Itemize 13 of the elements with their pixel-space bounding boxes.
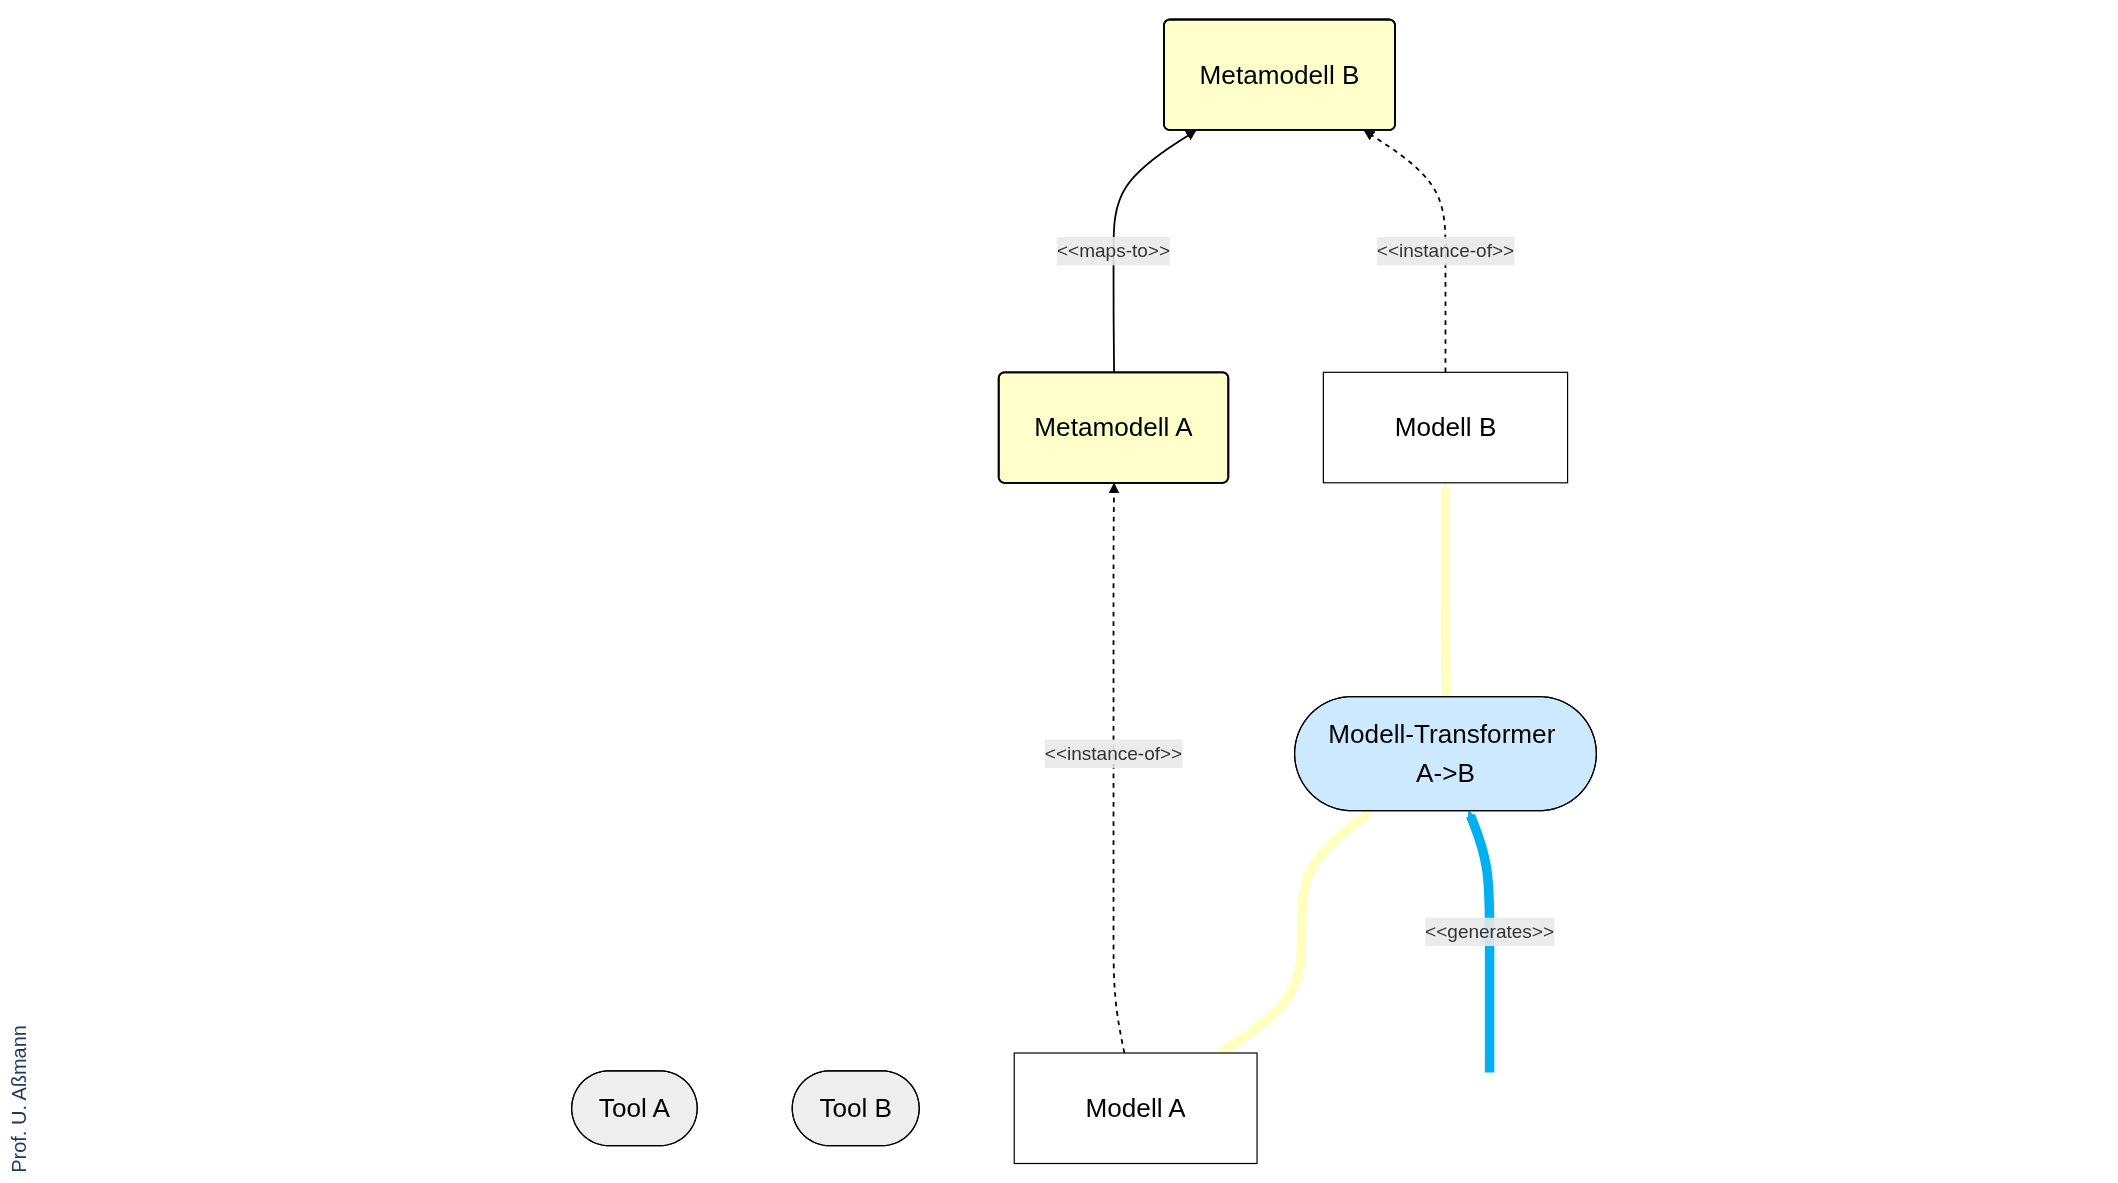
arrow [1363, 130, 1447, 374]
edge-label: <<generates>> [1425, 921, 1555, 942]
node-box [1013, 1052, 1258, 1165]
edge-label: <<instance-of>> [1376, 240, 1515, 261]
diagram: <<maps-to>> <<instance-of>> <<instance-of>> <<generates>> Metamodell A Metamodell B Tool A Modell-Transformer A->B Tool B Modell A Modell B [60, 10, 2108, 1173]
arrow [1112, 130, 1197, 374]
edge-label: <<instance-of>> [1044, 742, 1183, 764]
arrow [1108, 482, 1126, 1054]
edge-label: <<maps-to>> [1056, 240, 1171, 261]
arrow [1466, 810, 1495, 1073]
node-box [1322, 371, 1569, 484]
author-note: Prof. U. Aßmann [8, 1025, 30, 1173]
arrow [1440, 482, 1451, 698]
